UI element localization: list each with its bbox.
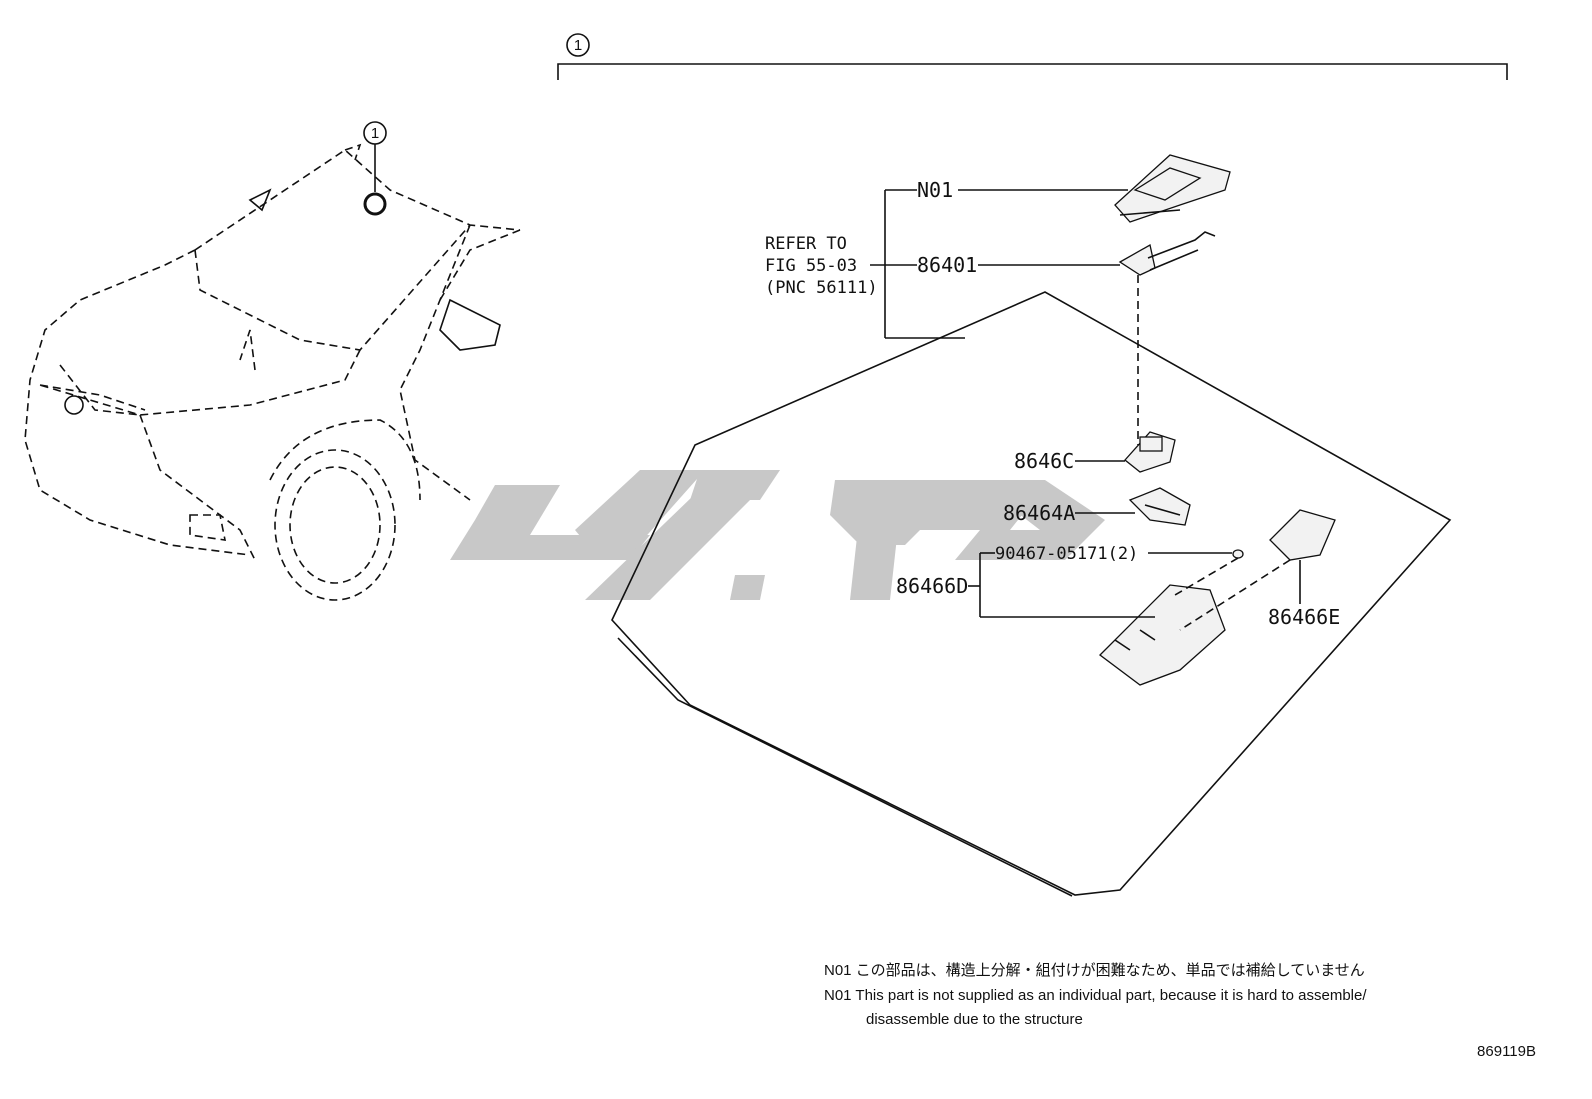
part-86466e-cover [1269,509,1336,561]
part-86466d-cover [1099,584,1226,686]
label-86464a: 86464A [1003,501,1075,525]
label-86466d: 86466D [896,574,968,598]
label-86466e: 86466E [1268,605,1340,629]
watermark-logo [450,470,1105,600]
refer-line3: (PNC 56111) [765,278,878,298]
refer-line1: REFER TO [765,234,847,254]
part-86464a [1128,487,1191,526]
vehicle-outline: 1 [24,121,521,601]
callout-number: 1 [371,125,379,142]
leader-lines [870,189,1301,631]
sensor-location-marker [363,192,387,216]
windshield-glass [611,291,1452,897]
part-86401-sensor [1118,231,1216,276]
assembly-bracket: 1 [557,33,1508,80]
label-86401: 86401 [917,253,977,277]
part-n01-bracket [1114,154,1231,223]
diagram-reference-code: 869119B [1477,1043,1536,1060]
note-english-line2: disassemble due to the structure [866,1011,1083,1028]
note-english-line1: N01 This part is not supplied as an indi… [824,987,1367,1004]
bracket-number: 1 [574,37,582,54]
note-japanese: N01 この部品は、構造上分解・組付けが困難なため、単品では補給していません [824,962,1365,979]
label-90467-05171: 90467-05171(2) [995,544,1138,564]
label-n01: N01 [917,178,953,202]
part-90467-clip [1232,549,1244,559]
label-8646c: 8646C [1014,449,1074,473]
refer-line2: FIG 55-03 [765,256,857,276]
part-8646c [1124,431,1176,473]
